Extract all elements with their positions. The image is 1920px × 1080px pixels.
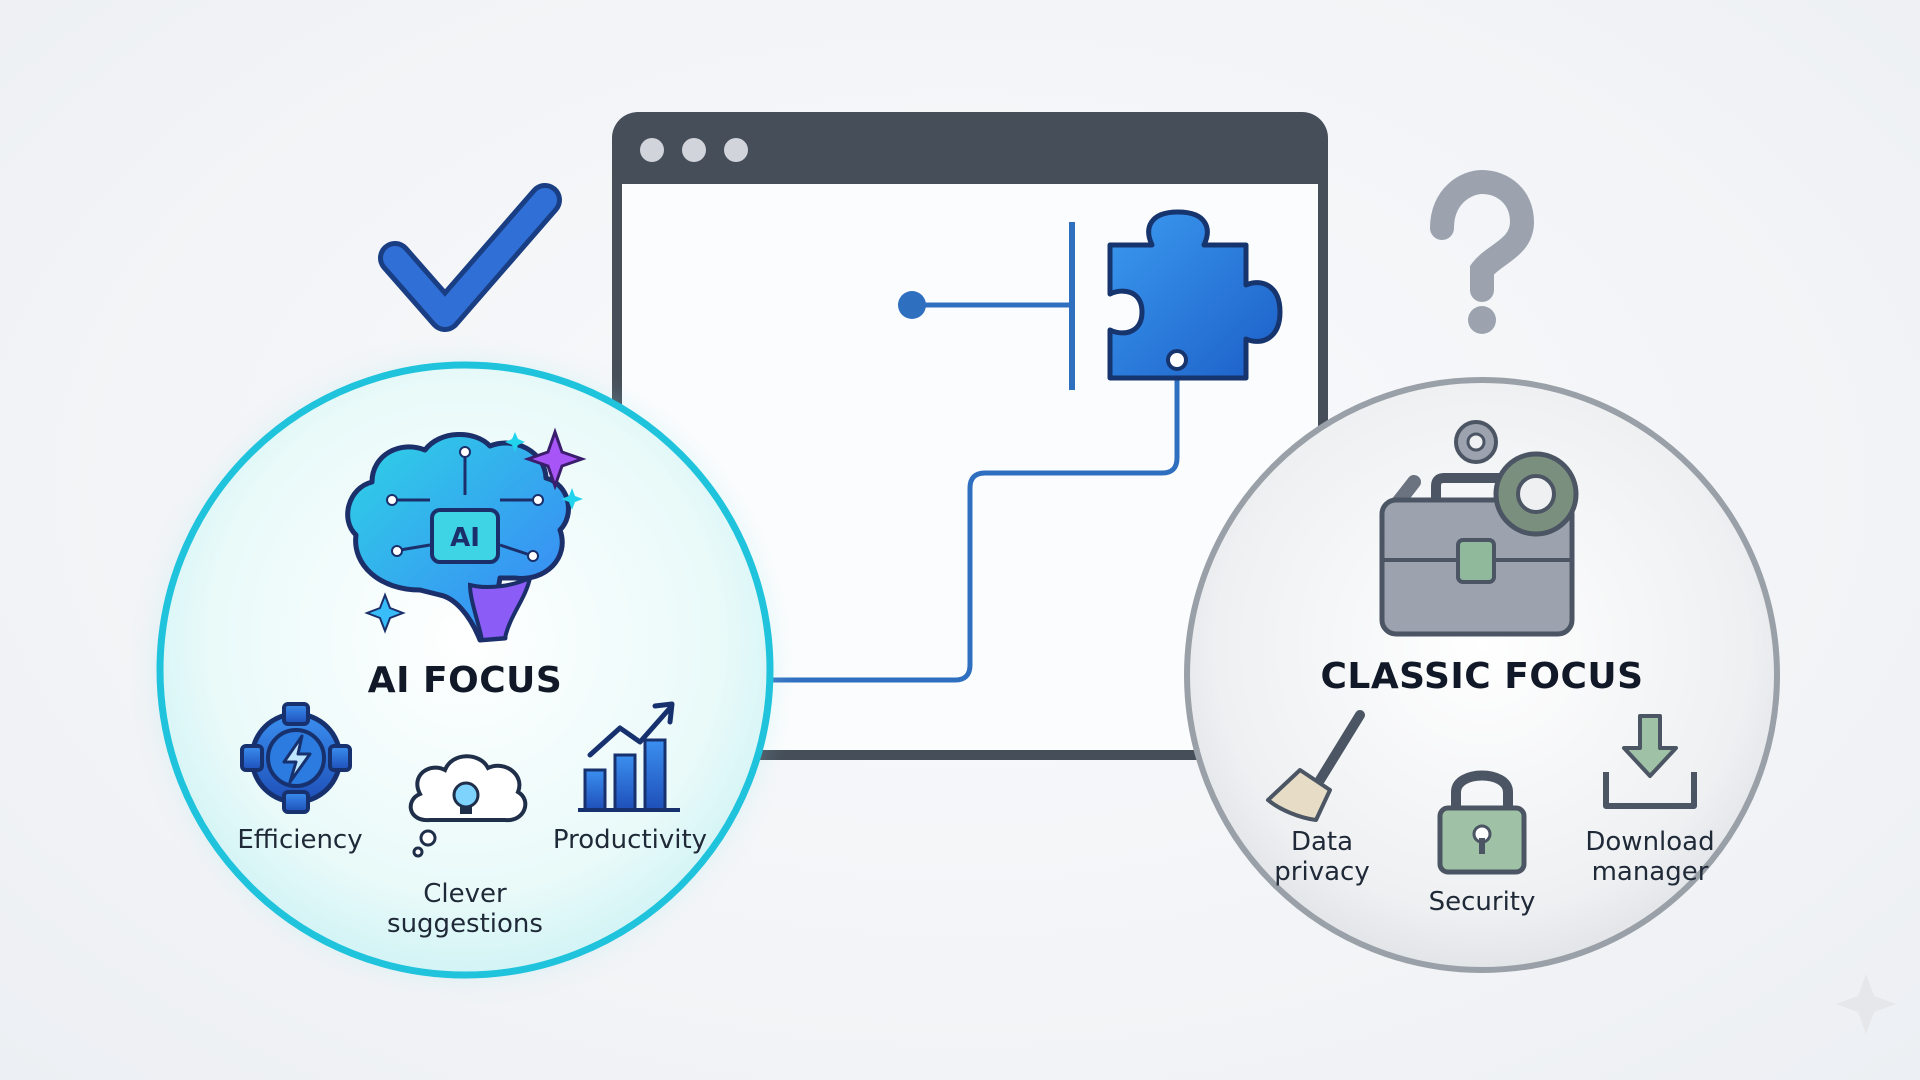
ai-chip-label: AI — [450, 523, 480, 553]
classic-focus-circle — [1184, 377, 1780, 973]
feature-label-security: Security — [1428, 887, 1536, 917]
thought-bubble-lightbulb-icon — [408, 754, 528, 858]
padlock-icon — [1437, 770, 1527, 875]
connector-line — [760, 356, 1180, 683]
checkmark-fill-icon — [383, 188, 557, 327]
question-mark-icon — [1430, 169, 1535, 334]
feature-label-productivity: Productivity — [552, 825, 708, 855]
puzzle-port-icon — [1166, 349, 1188, 371]
broom-icon — [1266, 710, 1365, 822]
window-dot-icon — [682, 138, 706, 162]
sparkle-icon — [523, 427, 587, 491]
plug-connector-icon — [898, 222, 1075, 390]
sparkle-icon — [364, 592, 406, 634]
lightning-gear-icon — [240, 702, 352, 814]
window-dot-icon — [640, 138, 664, 162]
corner-sparkle-icon — [1836, 974, 1896, 1034]
window-dot-icon — [724, 138, 748, 162]
bar-chart-growth-icon — [578, 701, 680, 812]
feature-label-data-privacy: Data privacy — [1274, 827, 1370, 887]
download-tray-icon — [1603, 714, 1697, 809]
ai-brain-icon — [345, 432, 571, 643]
puzzle-piece-icon — [1107, 209, 1283, 381]
ai-focus-title: AI FOCUS — [367, 660, 563, 701]
sparkle-icon — [505, 432, 525, 452]
classic-focus-title: CLASSIC FOCUS — [1320, 656, 1644, 697]
feature-label-efficiency: Efficiency — [237, 825, 363, 855]
ai-chip-icon — [430, 508, 500, 564]
ai-focus-circle — [156, 361, 774, 979]
toolbox-gears-icon — [1379, 420, 1579, 637]
feature-label-download-manager: Download manager — [1585, 827, 1715, 887]
sparkle-icon — [561, 488, 583, 510]
feature-label-clever-suggestions: Clever suggestions — [387, 879, 543, 939]
